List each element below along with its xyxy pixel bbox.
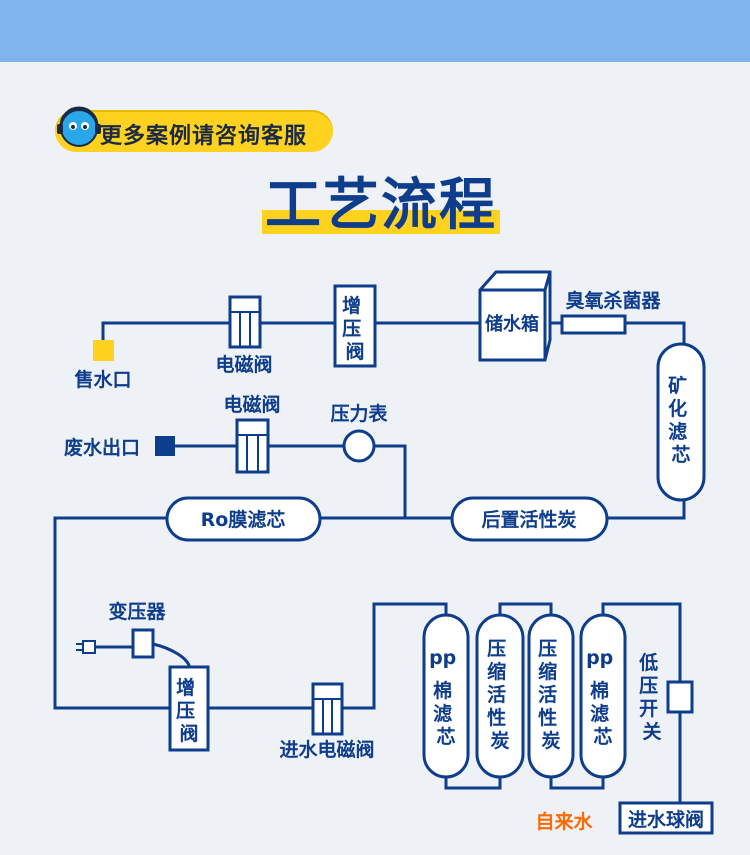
consult-badge[interactable] [55,110,333,152]
waste-outlet-marker [155,436,175,456]
label-pp-filter-1: pp 棉 滤 芯 [429,647,463,748]
label-compressed-carbon-1: 压 缩 活 性 炭 [487,638,513,752]
solenoid-valve-mid [235,418,270,474]
power-plug-icon [76,640,96,654]
label-pressure-gauge: 压力表 [330,402,388,425]
transformer [131,628,155,659]
label-waste-outlet: 废水出口 [64,436,140,459]
mineral-filter [656,342,706,502]
compressed-carbon-filter-2 [527,613,575,779]
compressed-carbon-filter-1 [475,613,525,779]
inlet-solenoid-valve [311,682,344,736]
label-sale-outlet: 售水口 [73,368,131,391]
label-solenoid-top: 电磁阀 [215,353,272,376]
storage-tank [478,270,552,362]
ro-membrane-filter [165,496,322,542]
label-booster-top: 增 压 阀 [342,294,368,363]
label-mineral-filter: 矿 化 滤 芯 [668,374,694,466]
sale-outlet-marker [93,340,114,361]
pressure-gauge [342,429,376,463]
label-ro-membrane: Ro膜滤芯 [201,508,286,531]
headset-mascot-icon [57,106,101,147]
page-title: 工艺流程 [265,173,497,238]
label-tap-water: 自来水 [535,810,593,833]
label-booster-bottom: 增 压 阀 [176,676,202,745]
ozone-sterilizer [560,314,627,335]
label-inlet-ball-valve: 进水球阀 [628,808,704,831]
label-solenoid-mid: 电磁阀 [223,393,280,416]
pp-filter-2 [579,613,627,779]
post-carbon-filter [450,496,609,542]
booster-valve-top [333,284,377,368]
solenoid-valve-top [228,295,262,349]
label-inlet-solenoid: 进水电磁阀 [279,738,374,761]
badge-text: 更多案例请咨询客服 [100,124,308,149]
low-pressure-switch [666,680,694,714]
label-transformer: 变压器 [108,600,166,623]
pp-filter-1 [422,613,470,779]
label-post-carbon: 后置活性炭 [481,508,576,531]
label-storage-tank: 储水箱 [484,313,539,335]
label-low-pressure-switch: 低 压 开 关 [638,651,665,743]
label-pp-filter-2: pp 棉 滤 芯 [586,647,620,748]
top-banner [0,0,750,62]
booster-valve-bottom [168,665,210,752]
inlet-ball-valve [618,801,714,835]
label-compressed-carbon-2: 压 缩 活 性 炭 [538,638,564,752]
label-ozone: 臭氧杀菌器 [565,289,661,312]
title-underline [262,210,500,234]
